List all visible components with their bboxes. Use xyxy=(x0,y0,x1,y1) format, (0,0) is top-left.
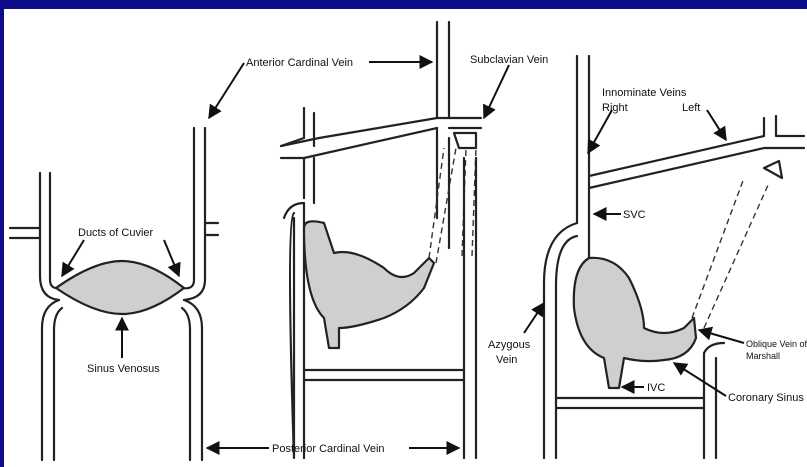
sinus-middle-shape xyxy=(304,221,434,348)
label-right: Right xyxy=(602,102,628,114)
lower-anastomosis-late xyxy=(556,398,704,408)
right-cardinal-vessel-inner xyxy=(182,128,194,288)
label-oblique-vein-line2: Marshall xyxy=(746,351,780,361)
labels: Anterior Cardinal Vein Subclavian Vein I… xyxy=(78,54,807,455)
svc-vessel xyxy=(577,56,589,223)
arrow-ducts-right xyxy=(164,240,179,276)
diagram-panel: Anterior Cardinal Vein Subclavian Vein I… xyxy=(4,9,807,467)
left-innominate-branch xyxy=(764,161,782,178)
left-cardinal-descending xyxy=(284,203,304,458)
arrow-azygous xyxy=(524,303,544,333)
arrow-anterior-left xyxy=(209,63,244,118)
right-lower-vessel xyxy=(704,343,724,458)
label-left: Left xyxy=(682,102,700,114)
right-posterior-cardinal xyxy=(182,300,202,460)
subclavian-branch xyxy=(449,128,481,148)
left-cardinal-upper xyxy=(304,158,314,203)
right-side-branch xyxy=(205,223,218,235)
arrow-coronary-sinus xyxy=(674,363,726,396)
label-sinus-venosus: Sinus Venosus xyxy=(87,363,160,375)
left-side-branch xyxy=(10,228,40,238)
dashed-connector-6 xyxy=(704,183,769,328)
label-anterior-cardinal-vein: Anterior Cardinal Vein xyxy=(246,57,353,69)
label-ivc: IVC xyxy=(647,382,665,394)
left-cardinal-vessel-inner xyxy=(50,173,62,288)
lower-anastomosis xyxy=(304,370,464,380)
azygous-vessel xyxy=(544,223,577,458)
arrow-oblique-vein xyxy=(699,330,744,343)
label-vein: Vein xyxy=(496,354,517,366)
arrow-innominate-right xyxy=(588,110,612,153)
label-svc: SVC xyxy=(623,209,646,221)
label-oblique-vein-line1: Oblique Vein of xyxy=(746,339,807,349)
panel-early-stage xyxy=(10,128,218,460)
panel-middle-stage xyxy=(281,22,481,458)
anterior-cardinal-right xyxy=(437,22,449,118)
dashed-connector-2 xyxy=(436,148,456,263)
left-innominate-upper xyxy=(589,116,804,176)
arrow-innominate-left xyxy=(707,110,726,140)
embryonic-vein-diagram: Anterior Cardinal Vein Subclavian Vein I… xyxy=(4,9,807,467)
sinus-late-shape xyxy=(574,223,696,388)
label-azygous: Azygous xyxy=(488,339,531,351)
arrow-subclavian xyxy=(484,65,509,118)
arrow-ducts-left xyxy=(62,240,84,276)
sinus-venosus-shape xyxy=(56,261,184,314)
label-ducts-of-cuvier: Ducts of Cuvier xyxy=(78,227,154,239)
label-arrows xyxy=(62,62,744,448)
label-coronary-sinus: Coronary Sinus xyxy=(728,392,804,404)
anastomosis-lower xyxy=(281,118,481,158)
left-posterior-cardinal xyxy=(42,300,62,460)
label-posterior-cardinal-vein: Posterior Cardinal Vein xyxy=(272,443,385,455)
label-innominate-veins: Innominate Veins xyxy=(602,87,687,99)
label-subclavian-vein: Subclavian Vein xyxy=(470,54,548,66)
